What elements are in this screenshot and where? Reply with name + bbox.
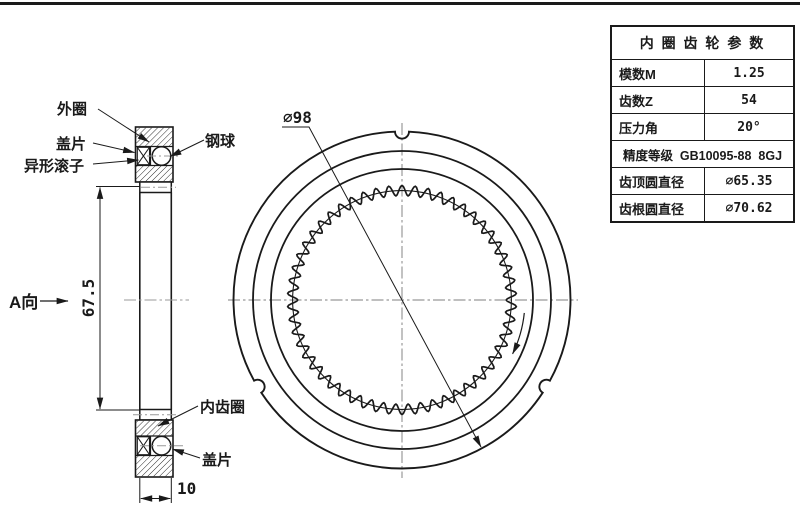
table-row: 精度等级 GB10095-88 8GJ [612, 141, 793, 168]
pitch-circle [292, 190, 512, 410]
label-steel-ball: 钢球 [205, 132, 236, 150]
leader-steel-ball [169, 139, 205, 157]
table-body: 模数M 1.25 齿数Z 54 压力角 20° 精度等级 GB10095-88 8GJ 齿顶圆… [612, 60, 793, 221]
table-cell-label: 模数M [612, 60, 705, 86]
view-direction-a: A向 [9, 292, 69, 312]
label-cover-plate-top: 盖片 [56, 135, 86, 153]
table-cell-label: 齿根圆直径 [612, 195, 705, 221]
table-cell-value: ∅65.35 [725, 173, 773, 189]
table-cell-value: 54 [741, 92, 757, 108]
bearing-block-bottom [134, 419, 183, 478]
table-row: 齿根圆直径 ∅70.62 [612, 195, 793, 221]
leader-outer-ring [97, 108, 150, 143]
table-row: 模数M 1.25 [612, 60, 793, 87]
table-cell-label: 齿顶圆直径 [612, 168, 705, 194]
gear-rim-circle [270, 168, 534, 432]
middle-circle [252, 150, 552, 450]
table-cell-label: 压力角 [612, 114, 705, 140]
bearing-section-view: 67.5 10 A向 外圈 盖片 异形滚子 [9, 100, 245, 503]
dimension-10: 10 [139, 478, 196, 503]
bearing-block-top [134, 126, 181, 183]
dimension-10-text: 10 [177, 479, 196, 498]
gear-ring-hatch-top [136, 420, 173, 436]
inner-ring-band-bottom [133, 408, 176, 421]
part-labels: 外圈 盖片 异形滚子 钢球 内齿圈 盖片 [24, 100, 245, 469]
outer-ring-hatch-bottom [136, 165, 173, 182]
diameter-dimension-line [282, 126, 482, 448]
gear-front-view: ∅98 [228, 108, 578, 478]
dimension-67-5-text: 67.5 [79, 279, 98, 318]
rotation-direction-arrow [512, 312, 525, 355]
gear-teeth [286, 184, 518, 416]
label-cover-plate-bottom: 盖片 [202, 451, 232, 469]
diameter-dimension-text: ∅98 [283, 108, 312, 127]
table-cell-value: 1.25 [733, 65, 765, 81]
leader-cover-plate-top [92, 142, 136, 154]
sheet-border-top [0, 2, 800, 5]
leader-special-roller [92, 157, 140, 165]
table-row: 齿数Z 54 [612, 87, 793, 114]
table-row: 齿顶圆直径 ∅65.35 [612, 168, 793, 195]
parameter-table: 内 圈 齿 轮 参 数 模数M 1.25 齿数Z 54 压力角 20° 精度等级 GB100… [610, 25, 795, 223]
inner-ring-band-top [139, 181, 176, 194]
outer-circle-with-notches [232, 130, 572, 470]
dimension-67-5: 67.5 [79, 186, 140, 411]
view-direction-label: A向 [9, 292, 38, 312]
table-cell-value: ∅70.62 [725, 200, 773, 216]
gear-ring-hatch-bottom [136, 455, 173, 477]
table-cell-accuracy-grade: 精度等级 GB10095-88 8GJ [622, 148, 783, 163]
table-title: 内 圈 齿 轮 参 数 [612, 27, 793, 60]
gear-ring-strip [124, 192, 189, 410]
label-inner-gear-ring: 内齿圈 [200, 398, 245, 416]
leader-cover-plate-bottom [171, 448, 201, 459]
leader-inner-gear-ring [157, 405, 199, 427]
label-special-roller: 异形滚子 [24, 157, 84, 175]
table-row: 压力角 20° [612, 114, 793, 141]
label-outer-ring: 外圈 [56, 100, 87, 118]
table-cell-label: 齿数Z [612, 87, 705, 113]
table-cell-value: 20° [737, 119, 761, 135]
